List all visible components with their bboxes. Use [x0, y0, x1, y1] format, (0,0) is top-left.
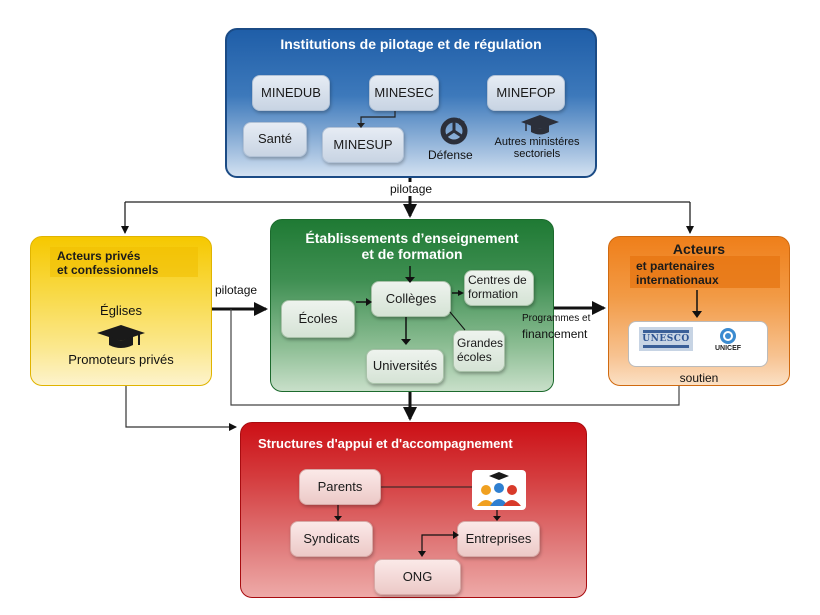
students-group-icon [472, 470, 526, 510]
support-internal-arrows [334, 486, 501, 557]
private-title-line1: Acteurs privés [57, 249, 141, 263]
establishments-internal-arrows [356, 266, 466, 345]
node-colleges[interactable]: Collèges [371, 281, 451, 317]
node-entreprises[interactable]: Entreprises [457, 521, 540, 557]
node-sante[interactable]: Santé [243, 122, 307, 157]
graduation-cap-icon [520, 114, 560, 136]
edge-label-pilotage-left: pilotage [215, 283, 258, 297]
node-eglises[interactable]: Églises [100, 303, 142, 318]
unesco-label: UNESCO [642, 334, 690, 344]
international-soutien: soutien [679, 371, 719, 385]
panel-title: Institutions de pilotage et de régulatio… [280, 36, 542, 52]
private-title: Acteurs privés et confessionnels [57, 249, 158, 278]
node-minedub[interactable]: MINEDUB [252, 75, 330, 111]
node-grandes-ecoles[interactable]: Grandes écoles [453, 330, 505, 372]
establishments-title-line1: Établissements d’enseignement [305, 230, 519, 246]
establishments-title: Établissements d’enseignement et de form… [272, 230, 552, 262]
edge-label-pilotage-top: pilotage [388, 182, 435, 196]
unicef-globe-icon [720, 328, 736, 344]
establishments-title-line2: et de formation [361, 246, 463, 263]
international-title-line3: internationaux [636, 273, 719, 288]
node-defense[interactable]: Défense [428, 148, 473, 162]
node-ecoles[interactable]: Écoles [281, 300, 355, 338]
international-title-band [630, 256, 780, 288]
international-inner-arrow [692, 290, 702, 318]
node-minesup[interactable]: MINESUP [322, 127, 404, 163]
international-title-line2: et partenaires [636, 259, 715, 273]
node-promoteurs-prives[interactable]: Promoteurs privés [68, 352, 174, 367]
international-title: et partenaires internationaux [636, 259, 719, 288]
node-parents[interactable]: Parents [299, 469, 381, 505]
unicef-label: UNICEF [714, 345, 742, 352]
unesco-logo[interactable]: UNESCO [639, 327, 693, 351]
node-minesec[interactable]: MINESEC [369, 75, 439, 111]
edge-label-programmes: Programmes et [522, 313, 591, 324]
node-autres-ministeres[interactable]: Autres ministéres sectoriels [494, 136, 580, 160]
node-ong[interactable]: ONG [374, 559, 461, 595]
recycle-shield-icon [435, 116, 473, 146]
private-title-line2: et confessionnels [57, 263, 159, 278]
private-to-support-arrow [125, 386, 237, 431]
node-minefop[interactable]: MINEFOP [487, 75, 565, 111]
minesec-to-minesup-arrow [357, 111, 396, 128]
node-universites[interactable]: Universités [366, 349, 444, 384]
node-centres-formation[interactable]: Centres de formation [464, 270, 534, 306]
edge-label-financement: financement [522, 327, 588, 341]
support-title: Structures d'appui et d'accompagnement [258, 436, 513, 451]
international-title-line1: Acteurs [672, 241, 726, 257]
unicef-logo[interactable]: UNICEF [711, 327, 745, 359]
private-title-band [50, 247, 198, 277]
graduation-cap-icon [96, 324, 146, 350]
node-syndicats[interactable]: Syndicats [290, 521, 373, 557]
